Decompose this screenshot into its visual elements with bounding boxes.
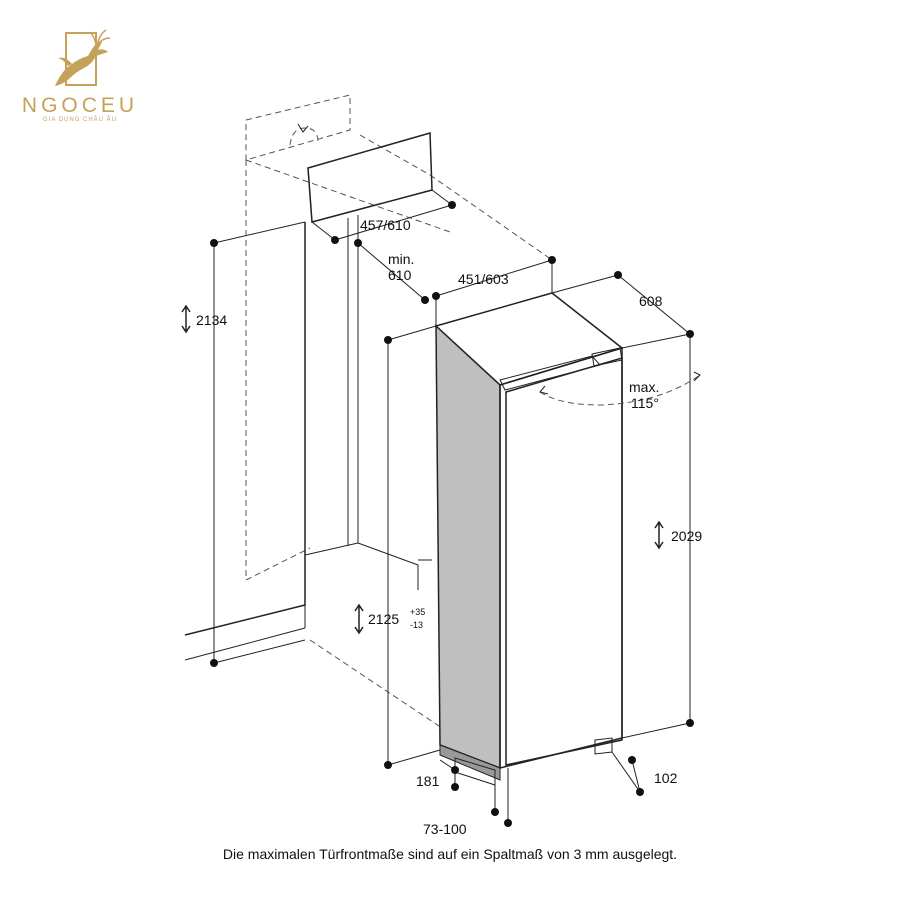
dim-608: 608 (639, 293, 663, 309)
dim-102: 102 (654, 770, 678, 786)
side-wall (184, 215, 432, 661)
dim-2125: 2125 (368, 611, 399, 627)
dim-tol-plus: +35 (410, 607, 425, 617)
dim-min-value: 610 (388, 267, 412, 283)
dimension-lines (213, 189, 691, 823)
brand-tagline: GIA DỤNG CHÂU ÂU (42, 117, 117, 123)
dim-181: 181 (416, 773, 440, 789)
brand-name: NGOCEU (21, 94, 139, 117)
dim-2134: 2134 (196, 312, 227, 328)
footnote-caption: Die maximalen Türfrontmaße sind auf ein … (222, 846, 678, 862)
dim-457-610: 457/610 (360, 217, 411, 233)
height-arrow-icons (181, 304, 664, 635)
dimension-dots (210, 201, 694, 827)
dim-451-603: 451/603 (458, 271, 509, 287)
dim-tol-minus: -13 (410, 620, 423, 630)
dim-2029: 2029 (671, 528, 702, 544)
refrigerator-body (434, 292, 624, 786)
top-cabinet (307, 132, 433, 223)
door-swing-arc (539, 374, 701, 406)
dim-73-100: 73-100 (423, 821, 467, 837)
dim-min-label: min. (388, 251, 414, 267)
dim-angle-value: 115° (631, 395, 659, 411)
dim-angle-label: max. (629, 379, 659, 395)
niche-outline (245, 94, 556, 761)
